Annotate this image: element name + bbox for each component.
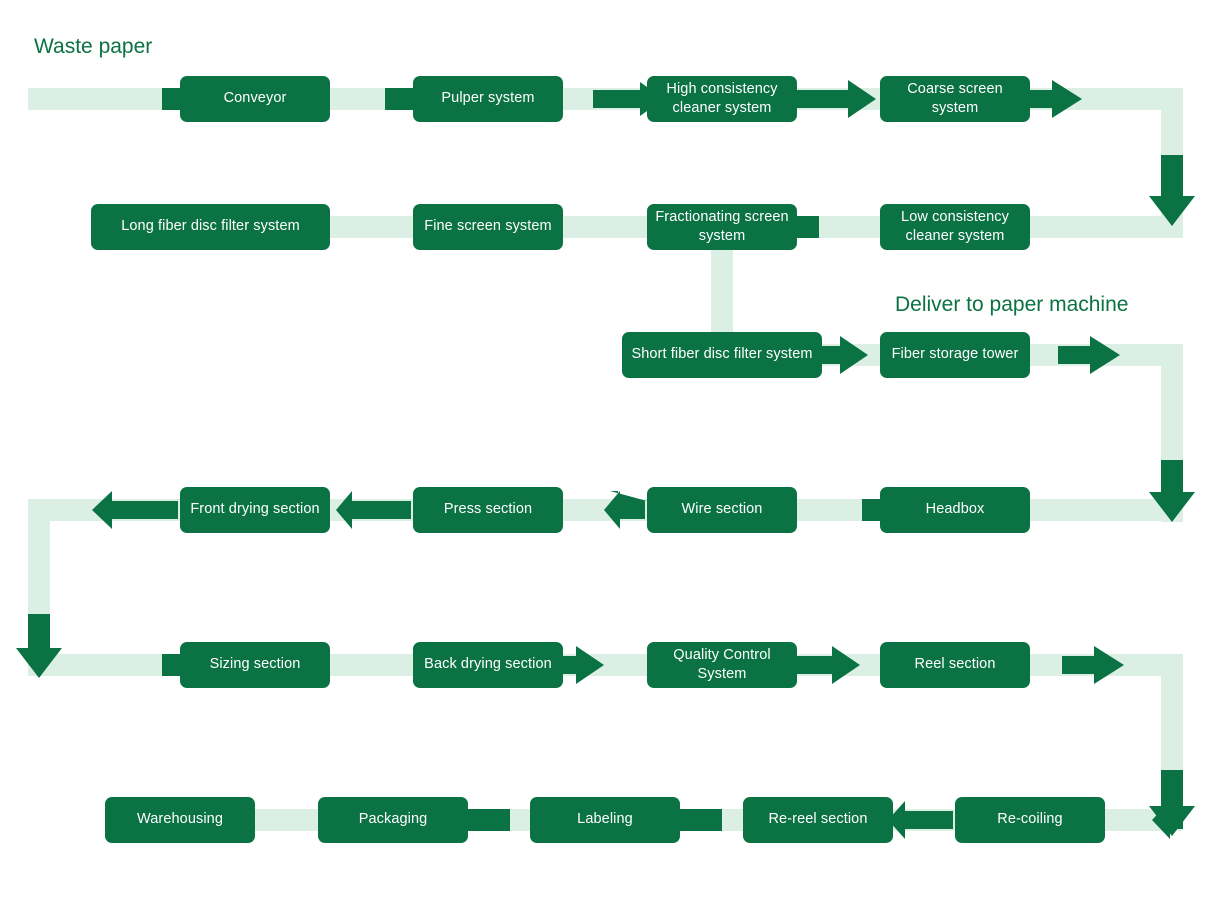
arrow-recoiling-to-rereel [888, 801, 953, 839]
node-quality-control-system[interactable]: Quality Control System [647, 642, 797, 688]
node-short-fiber-disc-filter-system[interactable]: Short fiber disc filter system [622, 332, 822, 378]
light-pipes [28, 88, 1183, 831]
node-press-section[interactable]: Press section [413, 487, 563, 533]
node-headbox[interactable]: Headbox [880, 487, 1030, 533]
node-low-consistency-cleaner-system[interactable]: Low consistency cleaner system [880, 204, 1030, 250]
arrow-down-row1-row2 [1149, 155, 1195, 226]
node-high-consistency-cleaner-system[interactable]: High consistency cleaner system [647, 76, 797, 122]
arrow-down-row3-row4 [1149, 460, 1195, 522]
node-long-fiber-disc-filter-system[interactable]: Long fiber disc filter system [91, 204, 330, 250]
arrow-tower-to-right [1058, 336, 1120, 374]
arrow-backdrying-to-qc [563, 646, 604, 684]
arrow-qc-to-reel [797, 646, 860, 684]
arrow-frontdrying-to-left [92, 491, 178, 529]
node-fiber-storage-tower[interactable]: Fiber storage tower [880, 332, 1030, 378]
arrow-into-conveyor [162, 88, 184, 110]
node-labeling[interactable]: Labeling [530, 797, 680, 843]
arrow-shortfiber-to-tower [822, 336, 868, 374]
node-re-reel-section[interactable]: Re-reel section [743, 797, 893, 843]
arrow-into-recoiling [1152, 801, 1183, 839]
node-fine-screen-system[interactable]: Fine screen system [413, 204, 563, 250]
section-title-deliver-to-paper-machine: Deliver to paper machine [895, 293, 1129, 316]
node-reel-section[interactable]: Reel section [880, 642, 1030, 688]
arrow-press-to-frontdrying [336, 491, 411, 529]
arrow-labeling-to-packaging [468, 809, 510, 831]
node-warehousing[interactable]: Warehousing [105, 797, 255, 843]
node-coarse-screen-system[interactable]: Coarse screen system [880, 76, 1030, 122]
arrow-hc-to-coarse [797, 80, 876, 118]
arrow-tail-headbox [862, 499, 884, 521]
node-pulper-system[interactable]: Pulper system [413, 76, 563, 122]
arrow-pulper-to-hc [593, 82, 664, 116]
arrow-into-pulper [385, 88, 417, 110]
node-re-coiling[interactable]: Re-coiling [955, 797, 1105, 843]
arrow-down-row4-row5 [16, 614, 62, 678]
node-back-drying-section[interactable]: Back drying section [413, 642, 563, 688]
node-packaging[interactable]: Packaging [318, 797, 468, 843]
node-front-drying-section[interactable]: Front drying section [180, 487, 330, 533]
arrow-tail-fractionating [797, 216, 819, 238]
arrow-rereel-to-labeling [680, 809, 722, 831]
node-conveyor[interactable]: Conveyor [180, 76, 330, 122]
flow-arrows [16, 80, 1195, 839]
arrow-wire-to-press [604, 491, 645, 529]
node-wire-section[interactable]: Wire section [647, 487, 797, 533]
node-fractionating-screen-system[interactable]: Fractionating screen system [647, 204, 797, 250]
section-title-waste-paper: Waste paper [34, 35, 153, 58]
arrow-tail-sizing [162, 654, 184, 676]
arrow-coarse-to-right [1030, 80, 1082, 118]
node-sizing-section[interactable]: Sizing section [180, 642, 330, 688]
arrow-reel-to-right [1062, 646, 1124, 684]
